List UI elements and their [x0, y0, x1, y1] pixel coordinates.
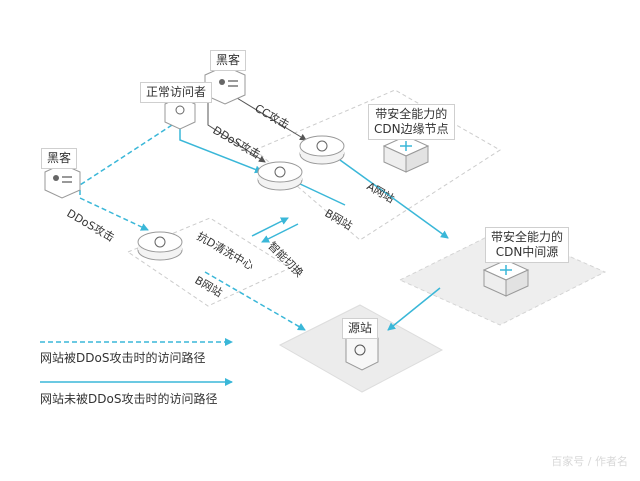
hacker-top-label: 黑客: [210, 50, 247, 71]
cdn-edge-region: [254, 89, 501, 241]
cdn-edge-label: 带安全能力的 CDN边缘节点: [368, 104, 455, 140]
cdn-mid-label-line1: 带安全能力的: [491, 230, 564, 244]
origin-server: [345, 329, 379, 371]
cdn-edge-label-line2: CDN边缘节点: [374, 122, 449, 136]
normal-visitor-icon: [164, 96, 196, 130]
visitor-dashed-path: [79, 124, 173, 186]
legend-solid-text: 网站未被DDoS攻击时的访问路径: [40, 392, 218, 406]
cdn-mid-to-origin: [387, 287, 441, 331]
cdn-mid-cube: [482, 259, 530, 297]
smart-switch-arrow-up: [251, 217, 289, 237]
hacker-left-label: 黑客: [41, 148, 78, 169]
hacker-left-icon: [44, 163, 81, 199]
hacker-left-ddos-path: [79, 190, 149, 231]
hacker-cc-to-a: [231, 94, 307, 141]
origin-label: 源站: [342, 318, 379, 339]
scrubbing-region: [126, 217, 292, 307]
scrub-to-origin: [204, 271, 306, 331]
a-to-cdn-mid: [339, 159, 449, 239]
node-b-device: [257, 161, 303, 191]
watermark: 百家号 / 作者名: [551, 455, 628, 468]
node-a-device: [299, 135, 345, 165]
scrubbing-device: [137, 231, 183, 261]
cdn-edge-cube: [382, 135, 430, 173]
smart-switch-arrow-down: [261, 223, 299, 243]
cdn-mid-label: 带安全能力的 CDN中间源: [485, 227, 570, 263]
b-node-line: [297, 182, 346, 206]
cdn-mid-label-line2: CDN中间源: [495, 245, 559, 259]
cdn-edge-label-line1: 带安全能力的: [375, 107, 448, 121]
normal-visitor-label: 正常访问者: [140, 82, 213, 103]
legend-dashed-text: 网站被DDoS攻击时的访问路径: [40, 351, 206, 365]
